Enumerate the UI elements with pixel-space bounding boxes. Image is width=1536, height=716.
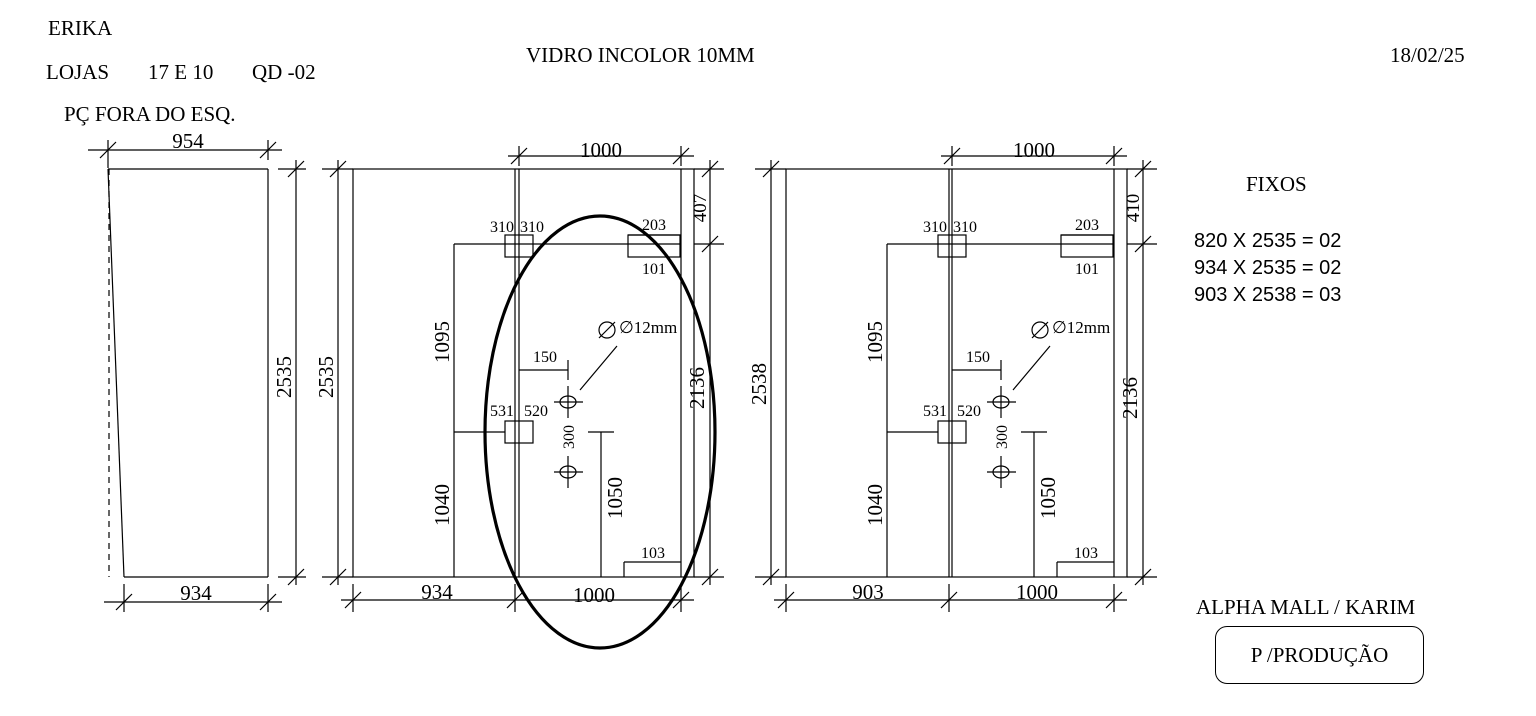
assembly-2-left-height: 2538 — [747, 363, 771, 405]
assembly-1-hole-markers — [519, 321, 618, 488]
drawing-title: VIDRO INCOLOR 10MM — [526, 43, 755, 67]
assembly-2-height-upper: 1095 — [863, 321, 887, 363]
assembly-2-hole-offset: 150 — [966, 349, 990, 366]
assembly-2-bottom-step: 103 — [1074, 545, 1098, 562]
assembly-1-left-height: 2535 — [314, 356, 338, 398]
assembly-1-hole-offset: 150 — [533, 349, 557, 366]
production-stamp: P /PRODUÇÃO — [1215, 626, 1424, 684]
assembly-1-hole-spacing: 300 — [561, 425, 578, 449]
assembly-2-outline — [785, 168, 1128, 578]
qd-label: QD -02 — [252, 60, 316, 84]
assembly-2-hinge-top-left: 310 — [923, 219, 947, 236]
assembly-2-dimensions — [755, 146, 1157, 612]
assembly-1-top-width: 1000 — [580, 138, 622, 162]
drawing-date: 18/02/25 — [1390, 43, 1465, 67]
assembly-2-hole-spacing: 300 — [994, 425, 1011, 449]
assembly-1-hole-label: ∅12mm — [619, 318, 677, 337]
assembly-2-hinge-top-right: 310 — [953, 219, 977, 236]
panel-1-bottom-width: 934 — [180, 581, 212, 605]
assembly-2-hole-markers — [952, 321, 1051, 488]
assembly-1-dimensions — [322, 146, 724, 612]
client-name: ERIKA — [48, 16, 113, 40]
lojas-value: 17 E 10 — [148, 60, 214, 84]
assembly-2-hinge-mid-left: 531 — [923, 403, 947, 420]
fixos-item: 820 X 2535 = 02 — [1194, 230, 1342, 252]
assembly-2-handle-height: 1050 — [1036, 477, 1060, 519]
assembly-1-bottom-step: 103 — [641, 545, 665, 562]
assembly-1-door-height: 2136 — [685, 367, 709, 409]
panel-1-outline — [107, 168, 269, 578]
assembly-2-top-width: 1000 — [1013, 138, 1055, 162]
assembly-2-bottom-left: 903 — [852, 580, 884, 604]
assembly-1-hinge-mid-right: 520 — [524, 403, 548, 420]
panel-1-dimensions — [88, 140, 306, 612]
assembly-2-door-height: 2136 — [1118, 377, 1142, 419]
assembly-2-lock-bottom: 101 — [1075, 261, 1099, 278]
assembly-2-hinge-mid-right: 520 — [957, 403, 981, 420]
assembly-1-handle-height: 1050 — [603, 477, 627, 519]
assembly-1-bottom-right: 1000 — [573, 583, 615, 607]
assembly-1-outline — [352, 168, 695, 578]
assembly-1-height-lower: 1040 — [430, 484, 454, 526]
fixos-item: 934 X 2535 = 02 — [1194, 257, 1342, 279]
assembly-1-bottom-left: 934 — [421, 580, 453, 604]
assembly-2-height-lower: 1040 — [863, 484, 887, 526]
assembly-1-hinge-mid-left: 531 — [490, 403, 514, 420]
fixos-title: FIXOS — [1246, 172, 1307, 196]
highlight-ellipse — [483, 214, 717, 650]
assembly-1-lock-top: 203 — [642, 217, 666, 234]
fixos-item: 903 X 2538 = 03 — [1194, 284, 1342, 306]
panel-1-top-width: 954 — [172, 129, 204, 153]
assembly-1-hinge-top-left: 310 — [490, 219, 514, 236]
assembly-2-top-offset: 410 — [1123, 194, 1144, 223]
assembly-1-hinge-top-right: 310 — [520, 219, 544, 236]
footer-client: ALPHA MALL / KARIM — [1196, 595, 1416, 619]
assembly-2-bottom-right: 1000 — [1016, 580, 1058, 604]
assembly-2-lock-top: 203 — [1075, 217, 1099, 234]
lojas-label: LOJAS — [46, 60, 110, 84]
assembly-1-lock-bottom: 101 — [642, 261, 666, 278]
assembly-1-height-upper: 1095 — [430, 321, 454, 363]
assembly-2-hole-label: ∅12mm — [1052, 318, 1110, 337]
panel-1-height: 2535 — [272, 356, 296, 398]
assembly-1-top-offset: 407 — [690, 194, 711, 223]
piece-note: PÇ FORA DO ESQ. — [64, 102, 236, 126]
